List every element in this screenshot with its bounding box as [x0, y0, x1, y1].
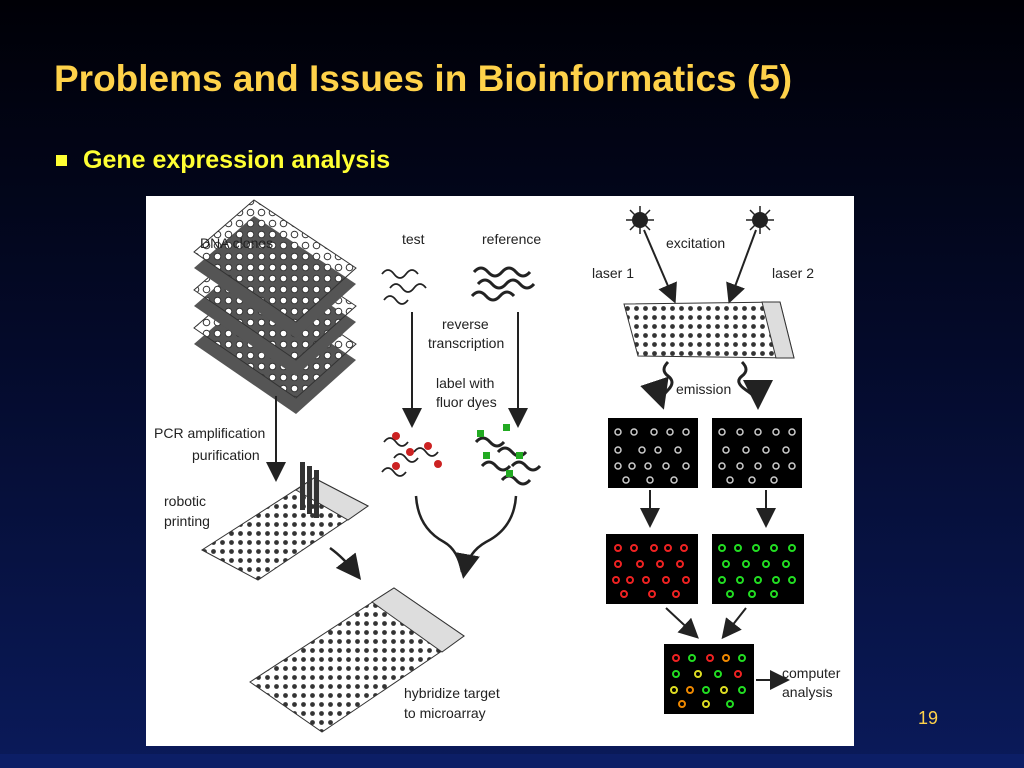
label-laser-1: laser 1	[592, 265, 634, 281]
scan-gray-1	[608, 418, 698, 488]
test-rna-strands	[381, 269, 427, 305]
label-excitation: excitation	[666, 235, 725, 251]
label-emission: emission	[676, 381, 731, 397]
laser-1-icon	[626, 206, 654, 234]
label-hybridize-target: hybridize target	[404, 685, 500, 701]
label-to-microarray: to microarray	[404, 705, 486, 721]
arrow-merge-right	[455, 495, 518, 579]
label-laser-2: laser 2	[772, 265, 814, 281]
arrow-laser-2	[726, 229, 757, 304]
scanned-slide	[623, 301, 795, 359]
emission-wave-left	[640, 360, 674, 410]
laser-2-icon	[746, 206, 774, 234]
label-reference: reference	[482, 231, 541, 247]
label-pcr-amplification: PCR amplification	[154, 425, 265, 441]
label-reverse: reverse	[442, 316, 489, 332]
bottom-strip	[0, 754, 1024, 768]
bullet-square-icon	[56, 155, 67, 166]
arrow-laser-1	[643, 229, 677, 304]
bullet-text: Gene expression analysis	[83, 146, 391, 174]
scan-gray-2	[712, 418, 802, 488]
label-computer: computer	[782, 665, 841, 681]
label-fluor-dyes: fluor dyes	[436, 394, 497, 410]
scan-green	[712, 534, 804, 604]
arrow-to-microarray	[329, 546, 362, 580]
label-dna-clones: DNA clones	[200, 235, 273, 251]
label-transcription: transcription	[428, 335, 504, 351]
page-number: 19	[917, 708, 938, 728]
scan-merged	[664, 644, 754, 714]
label-robotic: robotic	[164, 493, 206, 509]
microarray-diagram: DNA clones PCR amplification purificatio…	[146, 196, 854, 746]
labeled-test-strands	[381, 432, 442, 477]
slide-title: Problems and Issues in Bioinformatics (5…	[54, 58, 793, 99]
label-analysis: analysis	[782, 684, 833, 700]
dna-clone-plates	[193, 199, 357, 414]
label-printing: printing	[164, 513, 210, 529]
arrow-merge-left	[414, 495, 464, 573]
printing-slide	[201, 462, 369, 581]
labeled-reference-strands	[474, 424, 542, 486]
label-test: test	[402, 231, 425, 247]
bullet-item: Gene expression analysis	[56, 146, 390, 175]
microarray-slide	[249, 587, 465, 733]
arrow-red-merge	[665, 607, 699, 639]
label-label-with: label with	[436, 375, 494, 391]
scan-red	[606, 534, 698, 604]
reference-rna-strands	[470, 266, 536, 302]
emission-wave-right	[737, 360, 773, 410]
arrow-green-merge	[721, 607, 747, 640]
label-purification: purification	[192, 447, 260, 463]
